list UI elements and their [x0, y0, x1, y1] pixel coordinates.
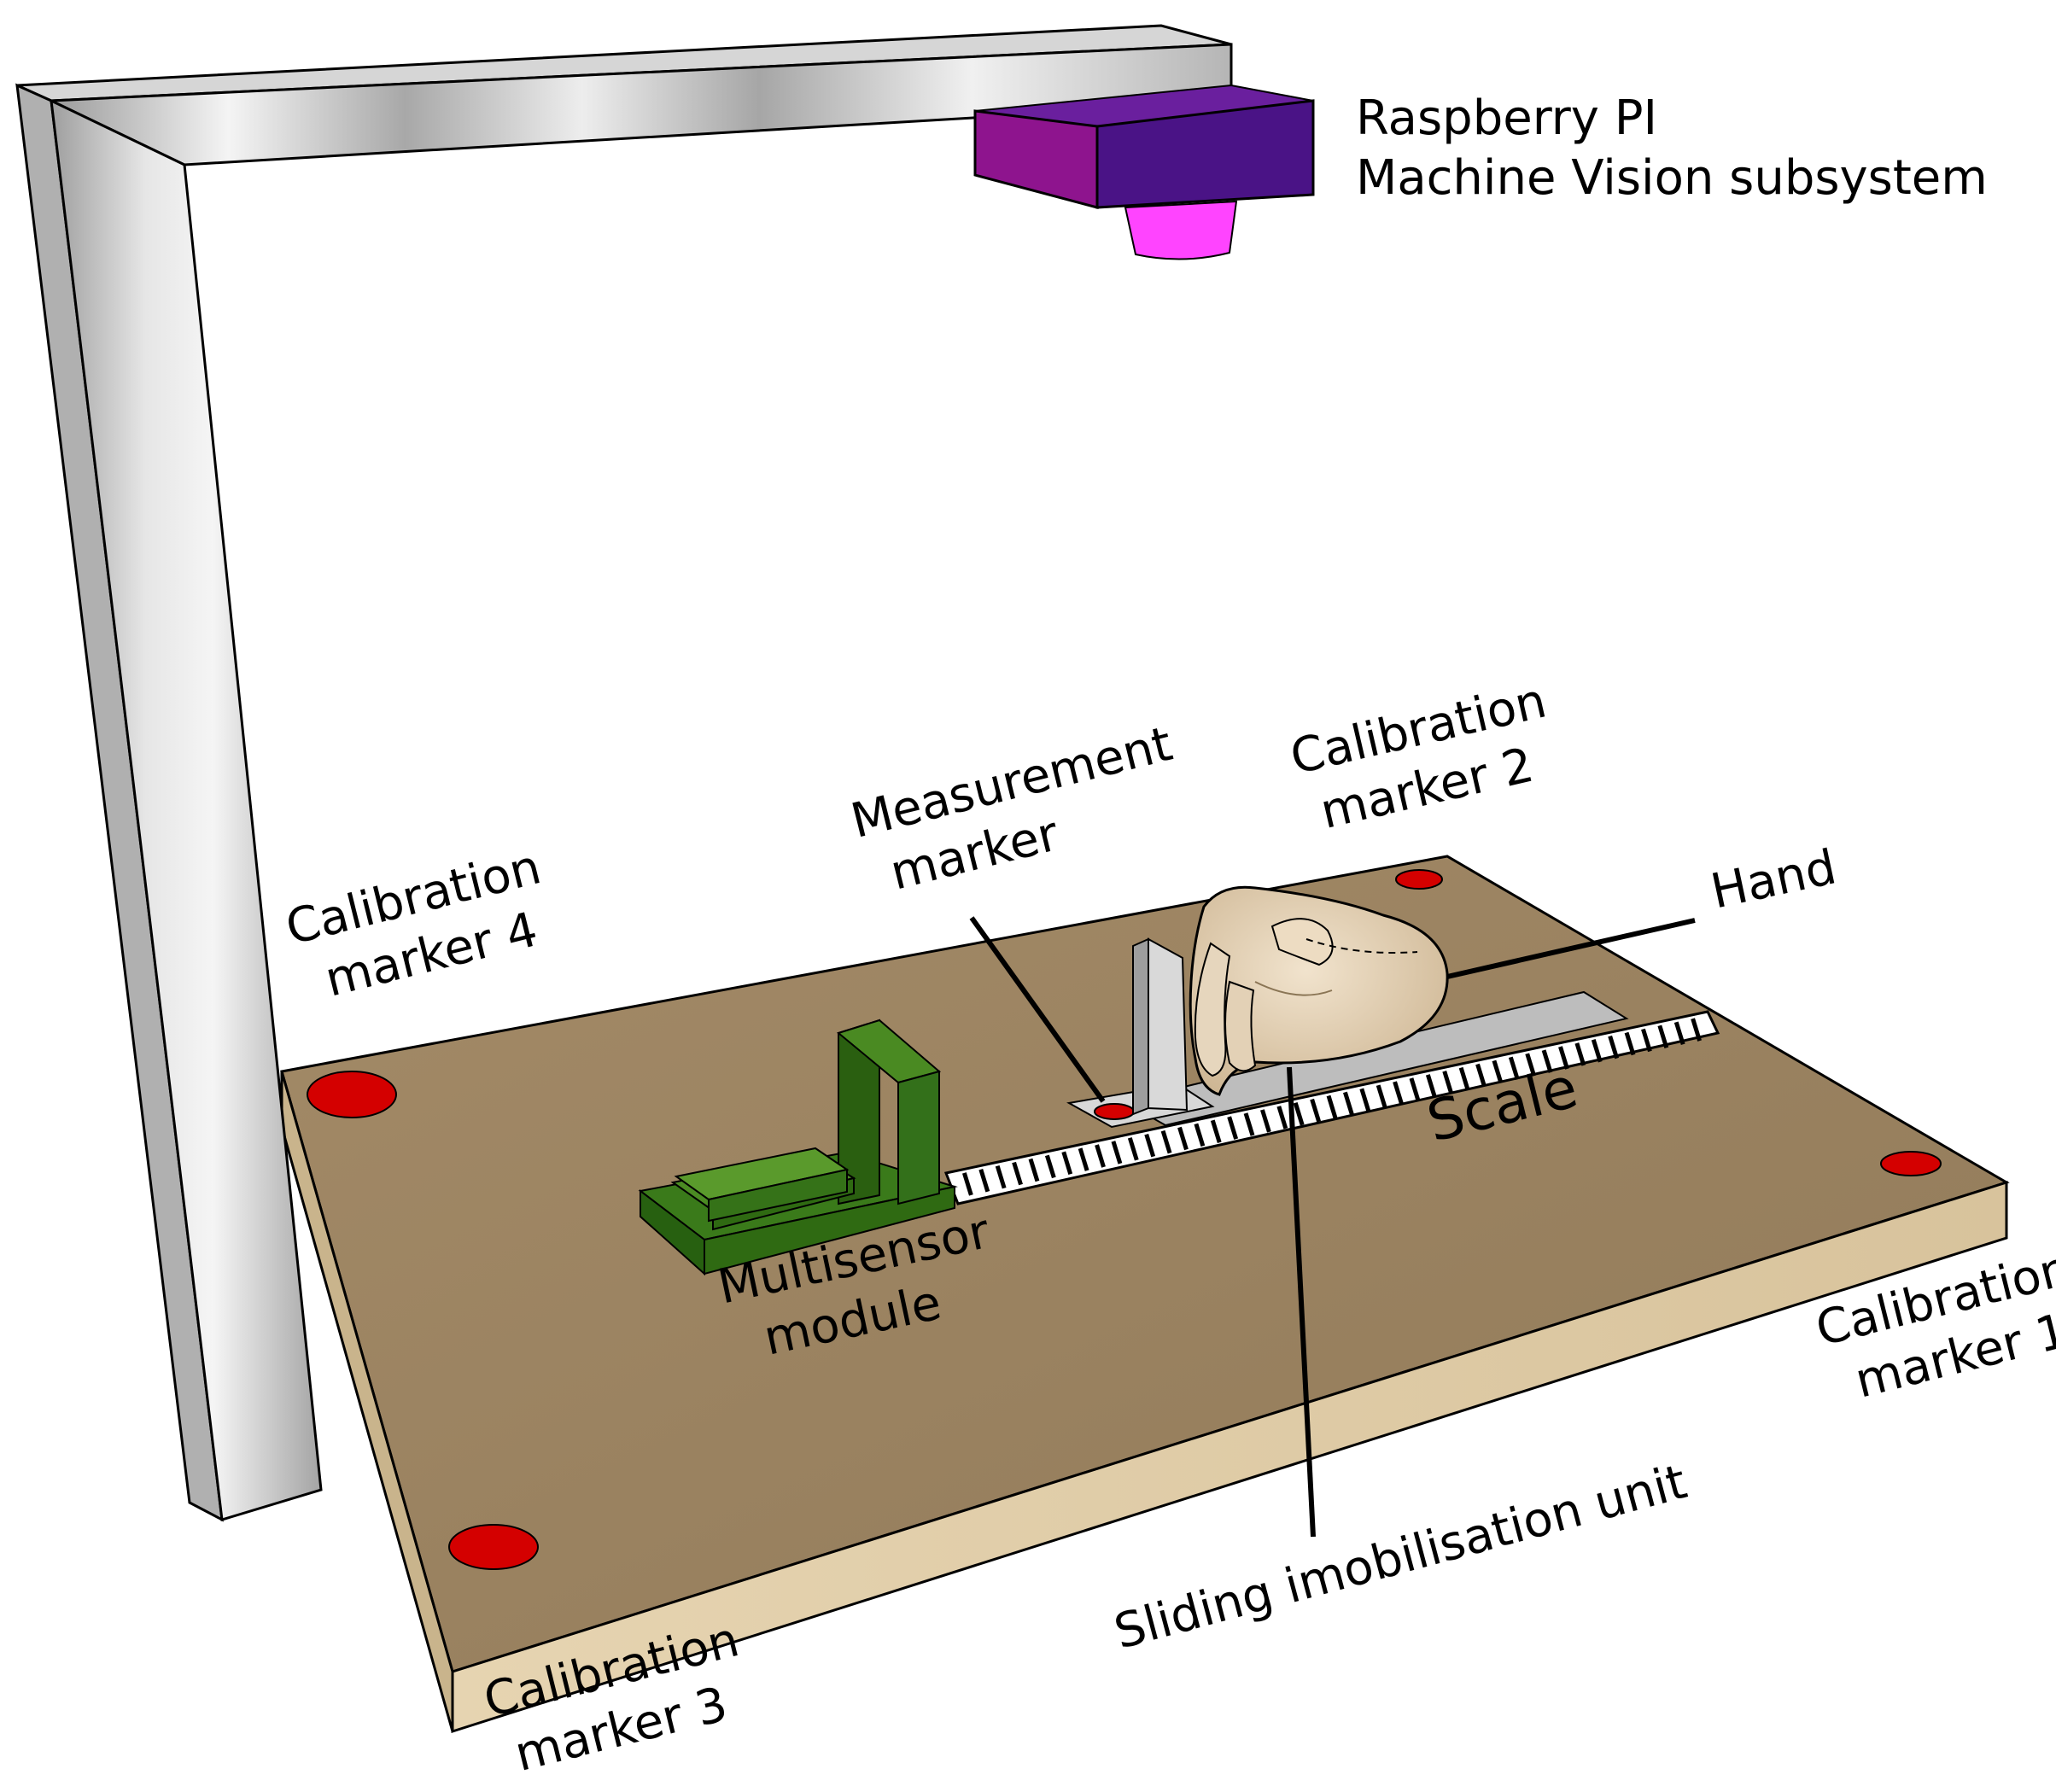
module-block-front	[708, 1168, 848, 1223]
scale-tick	[1260, 1109, 1271, 1133]
measurement-marker-callout	[969, 916, 1106, 1103]
scale-tick	[1608, 1035, 1620, 1059]
hand-knuckle-line	[1305, 938, 1418, 954]
hand-callout	[1446, 918, 1696, 979]
module-upright-front	[897, 1070, 940, 1205]
scale-tick	[1475, 1063, 1487, 1088]
scale-tick	[1061, 1151, 1073, 1175]
scale-tick	[1160, 1129, 1172, 1154]
scale-tick	[1541, 1049, 1553, 1073]
camera-left-face	[973, 109, 1099, 209]
scale-tick	[1525, 1053, 1537, 1077]
sliding-unit-callout	[1287, 1066, 1316, 1538]
raspberry-pi-camera	[973, 84, 1315, 260]
scale-tick	[978, 1169, 990, 1193]
scale-tick	[1243, 1112, 1255, 1136]
scale-tick	[1376, 1084, 1387, 1108]
scale-tick	[1078, 1147, 1089, 1171]
scale-tick	[962, 1172, 973, 1196]
scale-tick	[1210, 1119, 1222, 1143]
scale-tick	[1691, 1018, 1702, 1042]
scale-tick	[1095, 1144, 1106, 1168]
calibration-marker-1	[1880, 1151, 1942, 1176]
calibration-marker-4	[307, 1071, 397, 1118]
scale-tick	[1326, 1094, 1338, 1119]
hand-finger-2	[1224, 980, 1257, 1072]
scale-ticks	[962, 1018, 1702, 1196]
measurement-marker	[1094, 1103, 1135, 1120]
camera-label: Raspberry PI Machine Vision subsystem	[1356, 89, 1988, 208]
scale-tick	[1574, 1042, 1586, 1066]
scale-tick	[1028, 1158, 1040, 1182]
frame-post-front	[50, 98, 323, 1521]
calibration-marker-2	[1395, 869, 1443, 890]
scale-tick	[1194, 1123, 1206, 1147]
scale-tick	[1657, 1024, 1669, 1049]
camera-label-line1: Raspberry PI	[1356, 90, 1658, 146]
scale-tick	[1276, 1106, 1288, 1129]
module-base-front	[704, 1185, 955, 1275]
scale-tick	[1343, 1091, 1354, 1116]
hand-palm	[1189, 885, 1449, 1096]
hand-thumb	[1270, 918, 1334, 966]
camera-lens	[1124, 200, 1238, 260]
scale-tick	[1624, 1031, 1636, 1056]
sliding-unit-upright-side	[1132, 937, 1149, 1116]
scale-tick	[1293, 1101, 1305, 1126]
scale-tick	[995, 1165, 1007, 1189]
scale-tick	[1409, 1077, 1421, 1101]
hand	[1189, 885, 1449, 1096]
scale-tick	[1425, 1074, 1437, 1098]
scale-tick	[1111, 1141, 1123, 1165]
camera-frame	[15, 24, 1233, 1522]
scale-tick	[1442, 1071, 1454, 1094]
multisensor-module	[638, 1019, 958, 1276]
scale-rail	[943, 937, 1720, 1205]
scale-tick	[1310, 1098, 1321, 1123]
scale-tick	[1641, 1028, 1652, 1053]
scale-tick	[1127, 1137, 1139, 1161]
scale-tick	[1359, 1088, 1371, 1112]
scale-tick	[1458, 1066, 1470, 1091]
camera-label-line2: Machine Vision subsystem	[1356, 150, 1988, 206]
camera-front-face	[1095, 99, 1315, 209]
hand-finger-1	[1194, 942, 1231, 1077]
calibration-marker-3	[448, 1524, 539, 1570]
scale-tick	[1492, 1059, 1504, 1084]
scale-tick	[1044, 1154, 1056, 1179]
sliding-unit-upright	[1148, 937, 1189, 1112]
scale-tick	[1508, 1056, 1520, 1081]
scale-tick	[1393, 1081, 1404, 1105]
hand-crease	[1254, 981, 1333, 996]
scale-tick	[1177, 1126, 1189, 1151]
scale-tick	[1012, 1161, 1023, 1186]
scale-tick	[1673, 1021, 1685, 1045]
scale-tick	[1591, 1039, 1603, 1063]
scale-tick	[1144, 1133, 1156, 1158]
scale-tick	[1227, 1116, 1239, 1140]
scale-tick	[1558, 1046, 1569, 1070]
